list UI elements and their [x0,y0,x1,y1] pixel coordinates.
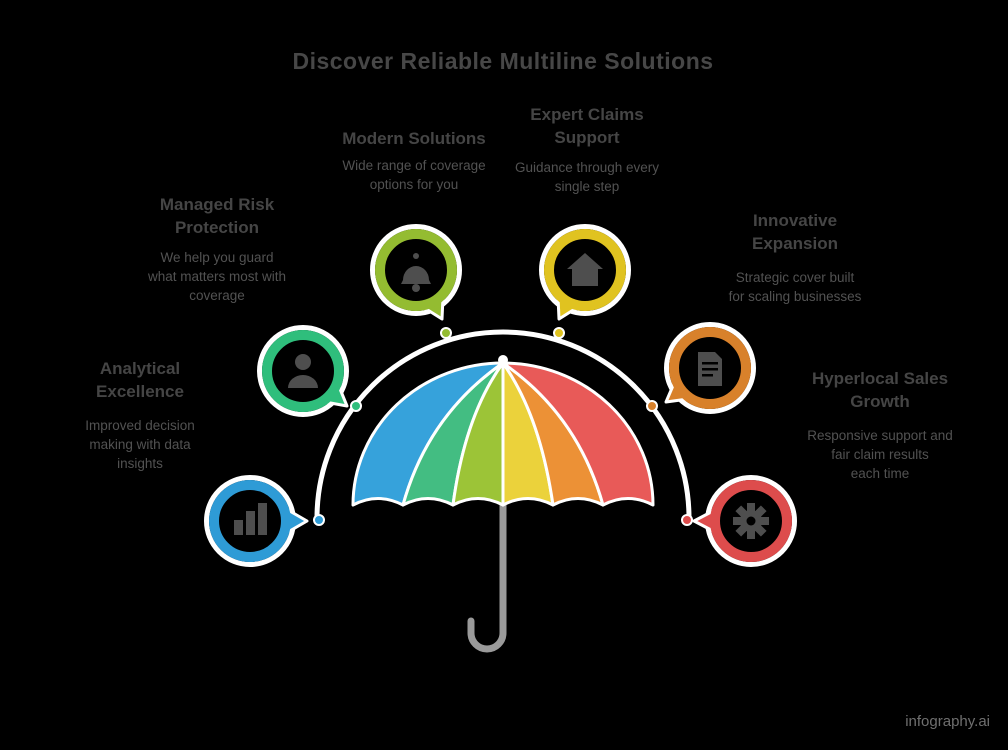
bubble-blue [204,475,309,567]
bubble-orange [664,322,756,414]
item-subtitle-blue: Improved decision making with data insig… [85,418,195,472]
dot-yellow [553,327,565,339]
dot-green [350,400,362,412]
gear-icon [733,503,769,539]
bubble-halo [539,224,631,316]
chart-icon [234,503,267,535]
dot-red [681,514,693,526]
document-icon [698,352,722,386]
item-title-lime: Modern Solutions [342,129,486,148]
bubble-ring [375,229,457,311]
dot-blue [313,514,325,526]
dot-orange [646,400,658,412]
watermark: infography.ai [905,713,990,730]
item-subtitle-yellow: Guidance through every single step [514,160,660,195]
item-subtitle-lime: Wide range of coverage options for you [342,158,486,193]
bubble-halo [664,322,756,414]
item-title-orange: Innovative Expansion [752,211,838,253]
umbrella-tip [498,355,508,365]
bubble-ring [209,480,291,562]
item-title-yellow: Expert Claims Support [530,105,644,147]
item-subtitle-red: Responsive support and fair claim result… [807,428,953,482]
bell-icon [401,253,431,292]
bubble-ring [710,480,792,562]
item-subtitle-green: We help you guard what matters most with… [147,250,287,304]
umbrella-handle [467,496,507,653]
item-title-blue: Analytical Excellence [96,359,184,401]
bubble-yellow [539,224,631,321]
connector-arc [314,329,692,519]
bubble-ring [544,229,626,311]
item-subtitle-orange: Strategic cover built for scaling busine… [728,270,862,305]
bubble-green [257,325,349,417]
item-title-green: Managed Risk Protection [159,195,275,237]
bubble-red [692,475,797,567]
bubble-halo [257,325,349,417]
item-title-red: Hyperlocal Sales Growth [811,369,949,411]
page-title: Discover Reliable Multiline Solutions [292,48,714,74]
bubble-ring [262,330,344,412]
bubble-lime [370,224,462,321]
bubble-halo [370,224,462,316]
umbrella-panel-6 [501,361,655,507]
bubble-ring [669,327,751,409]
person-icon [288,354,318,388]
dot-lime [440,327,452,339]
umbrella [351,355,655,653]
home-icon [567,253,603,286]
